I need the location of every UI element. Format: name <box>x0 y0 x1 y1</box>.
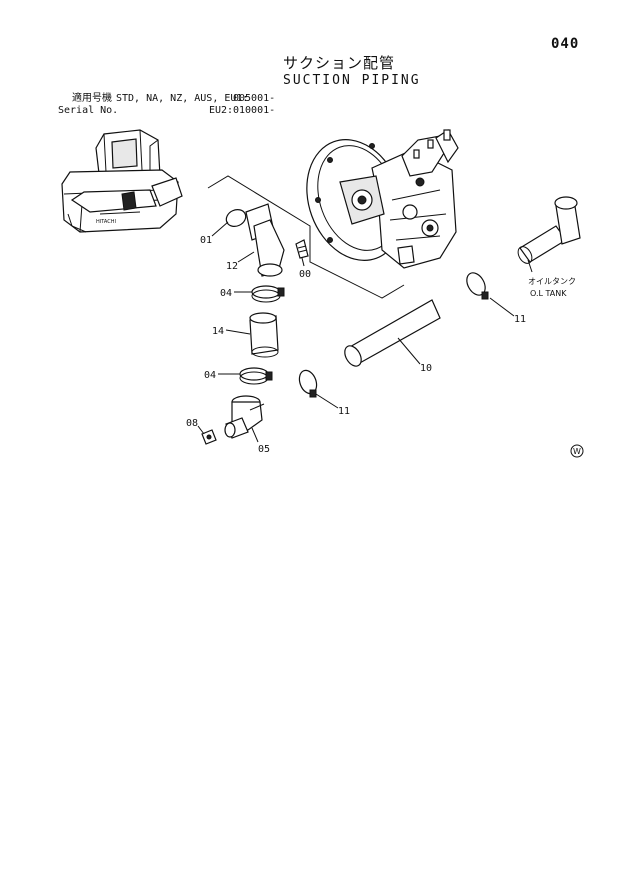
leader-lines <box>197 221 533 443</box>
circled-w-mark-icon: W <box>570 444 584 458</box>
hydraulic-pump-assembly <box>306 129 459 269</box>
callout-11-upper: 11 <box>514 314 526 325</box>
part-14-hose-icon <box>249 312 279 358</box>
page-title-japanese: サクション配管 <box>283 54 396 72</box>
callout-04-lower: 04 <box>204 370 216 381</box>
callout-10: 10 <box>420 363 432 374</box>
circled-mark-text: W <box>573 447 581 456</box>
oil-tank-outlet-icon <box>517 196 581 264</box>
part-08-plug-icon <box>201 429 217 445</box>
applicability-serial-1: 005001- <box>233 93 276 104</box>
part-04-clamp-lower-icon <box>239 367 273 385</box>
part-11-clamp-lower-icon <box>298 369 318 398</box>
serial-no-label: Serial No. <box>58 105 119 116</box>
part-12-elbow-icon <box>245 203 285 277</box>
applicability-serial-2: 010001- <box>233 105 276 116</box>
applicability-models: STD, NA, NZ, AUS, EU1: <box>116 93 249 104</box>
assembly-boundary <box>207 175 405 299</box>
part-01-gasket-icon <box>225 209 247 227</box>
callout-14: 14 <box>212 326 224 337</box>
callout-12: 12 <box>226 261 238 272</box>
callout-01: 01 <box>200 235 212 246</box>
part-00-bolt-icon <box>295 239 309 259</box>
oil-tank-label-en: O.L TANK <box>530 289 567 298</box>
part-10-hose-icon <box>344 299 441 367</box>
callout-00: 00 <box>299 269 311 280</box>
callout-08: 08 <box>186 418 198 429</box>
part-04-clamp-upper-icon <box>251 285 285 303</box>
applicability-models-eu2: EU2: <box>209 105 234 116</box>
applicability-label-ja: 適用号機 <box>72 93 112 104</box>
excavator-thumbnail-icon: HITACHI <box>61 129 183 233</box>
page-number: 040 <box>551 36 580 52</box>
callout-05: 05 <box>258 444 270 455</box>
part-05-elbow-icon <box>224 395 265 439</box>
callout-04-upper: 04 <box>220 288 232 299</box>
part-11-clamp-upper-icon <box>466 272 489 300</box>
svg-text:HITACHI: HITACHI <box>96 219 116 225</box>
page-title-english: SUCTION PIPING <box>283 73 421 88</box>
oil-tank-label-ja: オイルタンク <box>528 277 576 286</box>
callout-11-lower: 11 <box>338 406 350 417</box>
